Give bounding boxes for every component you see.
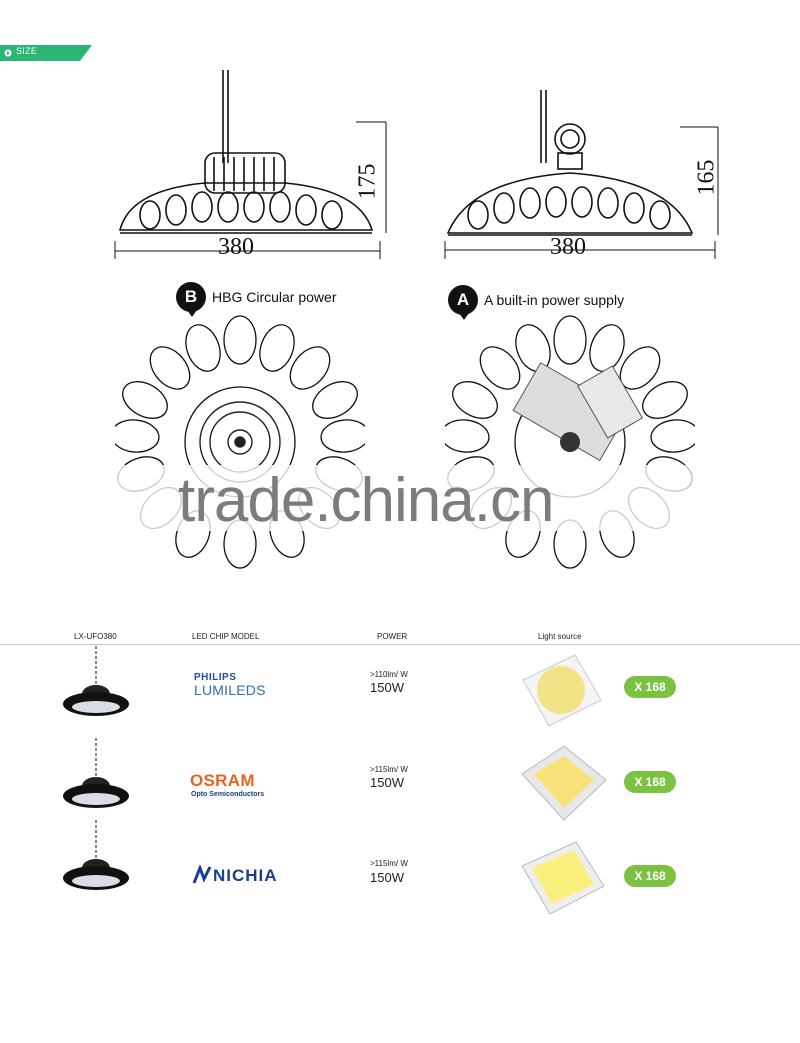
header-light-source: Light source <box>538 632 582 641</box>
caption-hbg-circular-power: B HBG Circular power <box>176 282 337 317</box>
power-value: 150W <box>370 680 404 695</box>
lamp-thumbnail <box>63 646 129 716</box>
watermark-band <box>0 465 800 531</box>
section-tag-label: SIZE <box>16 46 38 56</box>
header-divider <box>0 644 800 645</box>
lamp-thumbnail <box>63 738 129 808</box>
quantity-badge: X 168 <box>624 865 676 887</box>
caption-built-in-power-supply: A A built-in power supply <box>448 285 625 320</box>
header-power: POWER <box>377 632 408 641</box>
section-tag <box>0 45 92 61</box>
led-chip-image <box>521 841 605 915</box>
lamp-thumbnail <box>63 820 129 890</box>
right-width-dimension: 380 <box>550 234 586 260</box>
caption-left-text: HBG Circular power <box>212 289 337 305</box>
header-model: LX-UFO380 <box>74 632 117 641</box>
led-chip-image <box>522 654 602 727</box>
quantity-badge: X 168 <box>624 771 676 793</box>
quantity-badge: X 168 <box>624 676 676 698</box>
philips-logo-text: PHILIPS <box>194 672 237 683</box>
badge-a: A <box>448 285 478 320</box>
nichia-logo-text: NICHIA <box>213 866 278 885</box>
left-width-dimension: 380 <box>218 234 254 260</box>
lumileds-logo-text: LUMILEDS <box>194 682 266 698</box>
efficacy-value: >110lm/ W <box>370 670 408 679</box>
left-height-dimension: 175 <box>354 163 381 200</box>
header-led-chip-model: LED CHIP MODEL <box>192 632 260 641</box>
left-side-view-drawing <box>114 70 387 259</box>
badge-b: B <box>176 282 206 317</box>
led-chip-image <box>521 745 607 821</box>
nichia-logo-icon <box>192 865 212 884</box>
efficacy-value: >115lm/ W <box>370 765 408 774</box>
right-side-view-drawing <box>444 90 719 259</box>
power-value: 150W <box>370 775 404 790</box>
power-value: 150W <box>370 870 404 885</box>
right-height-dimension: 165 <box>693 159 720 196</box>
watermark-text: trade.china.cn <box>178 466 554 535</box>
caption-right-text: A built-in power supply <box>484 292 625 308</box>
efficacy-value: >115lm/ W <box>370 859 408 868</box>
osram-logo-text: OSRAM <box>190 771 255 790</box>
osram-subtitle: Opto Semiconductors <box>191 791 265 798</box>
